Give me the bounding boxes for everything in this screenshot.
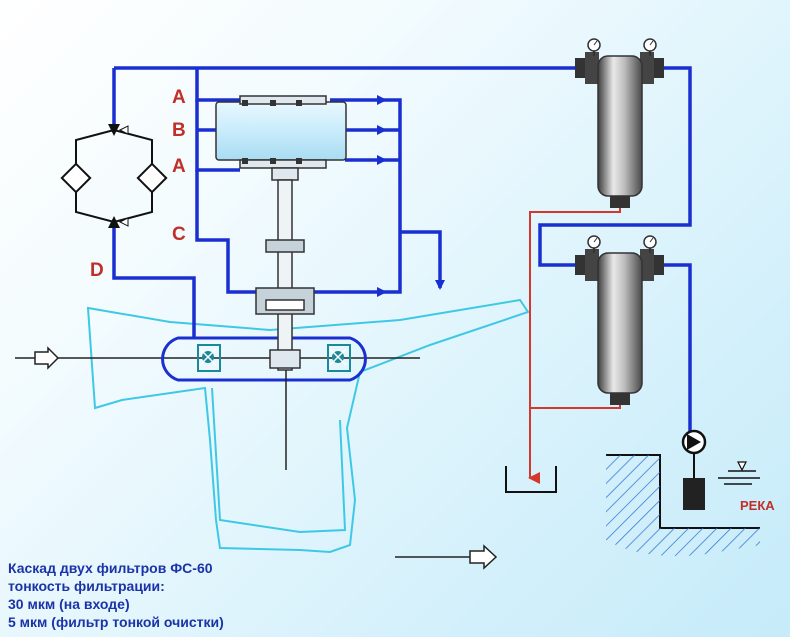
port-label-c: C [172, 224, 186, 245]
port-label-a-top: A [172, 87, 186, 108]
intake-screen [683, 478, 705, 510]
drain-tank [505, 466, 557, 493]
bridge-filter-left-icon [60, 162, 92, 194]
caption-line-3: 30 мкм (на входе) [8, 596, 130, 612]
river-intake [606, 420, 760, 556]
left-pulley [197, 344, 221, 372]
water-level-icon [737, 461, 747, 472]
bridge-filter-right-icon [136, 162, 168, 194]
belt-drive [15, 336, 420, 470]
filter-2 [575, 235, 664, 405]
port-label-a-bottom: A [172, 156, 186, 177]
port-label-d: D [90, 260, 104, 281]
check-valve-bridge [60, 124, 168, 228]
output-arrow-icon [469, 544, 498, 570]
river-label: РЕКА [740, 498, 775, 513]
pressure-gauge-icon [587, 235, 601, 253]
caption-line-2: тонкость фильтрации: [8, 578, 165, 594]
output-arrow [395, 544, 498, 570]
pressure-gauge-icon [643, 38, 657, 56]
caption-line-4: 5 мкм (фильтр тонкой очистки) [8, 614, 224, 630]
hydraulic-cylinder [215, 95, 347, 371]
right-pulley [327, 344, 351, 372]
port-label-b: B [172, 120, 186, 141]
pressure-gauge-icon [587, 38, 601, 56]
filter-1 [575, 38, 664, 208]
caption: Каскад двух фильтров ФС-60 тонкость филь… [8, 559, 224, 631]
input-arrow-icon [34, 346, 60, 370]
drive-belt [161, 336, 367, 382]
water-stream [86, 298, 530, 554]
drain-line [528, 208, 621, 484]
pressure-gauge-icon [643, 235, 657, 253]
caption-line-1: Каскад двух фильтров ФС-60 [8, 560, 213, 576]
